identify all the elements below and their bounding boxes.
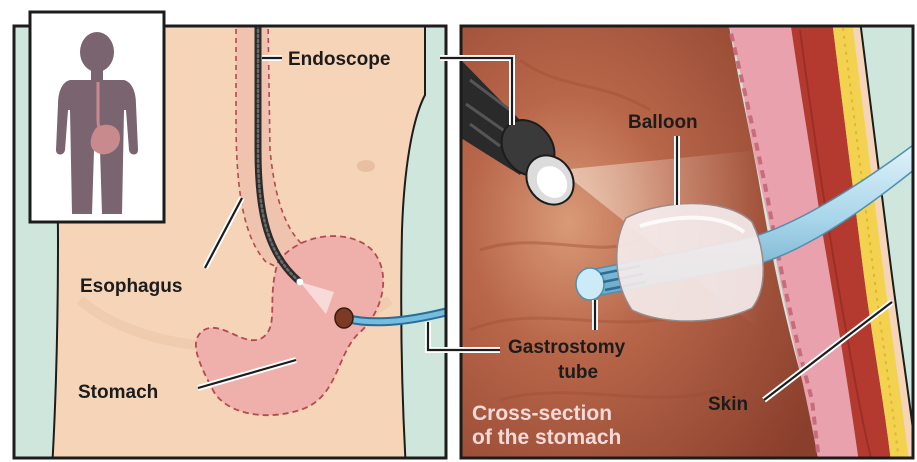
label-balloon: Balloon xyxy=(628,112,698,133)
label-endoscope: Endoscope xyxy=(288,49,390,70)
label-skin: Skin xyxy=(708,394,748,415)
label-cross-section-line1: Cross-section xyxy=(472,402,612,425)
label-gastrostomy-line2: tube xyxy=(558,362,598,383)
right-panel xyxy=(461,20,917,462)
child-silhouette-inset xyxy=(30,12,164,222)
navel xyxy=(357,160,375,172)
label-cross-section-line2: of the stomach xyxy=(472,426,621,449)
label-gastrostomy-line1: Gastrostomy xyxy=(508,337,626,358)
label-esophagus: Esophagus xyxy=(80,276,182,297)
balloon-icon xyxy=(617,204,763,322)
label-stomach: Stomach xyxy=(78,382,158,403)
